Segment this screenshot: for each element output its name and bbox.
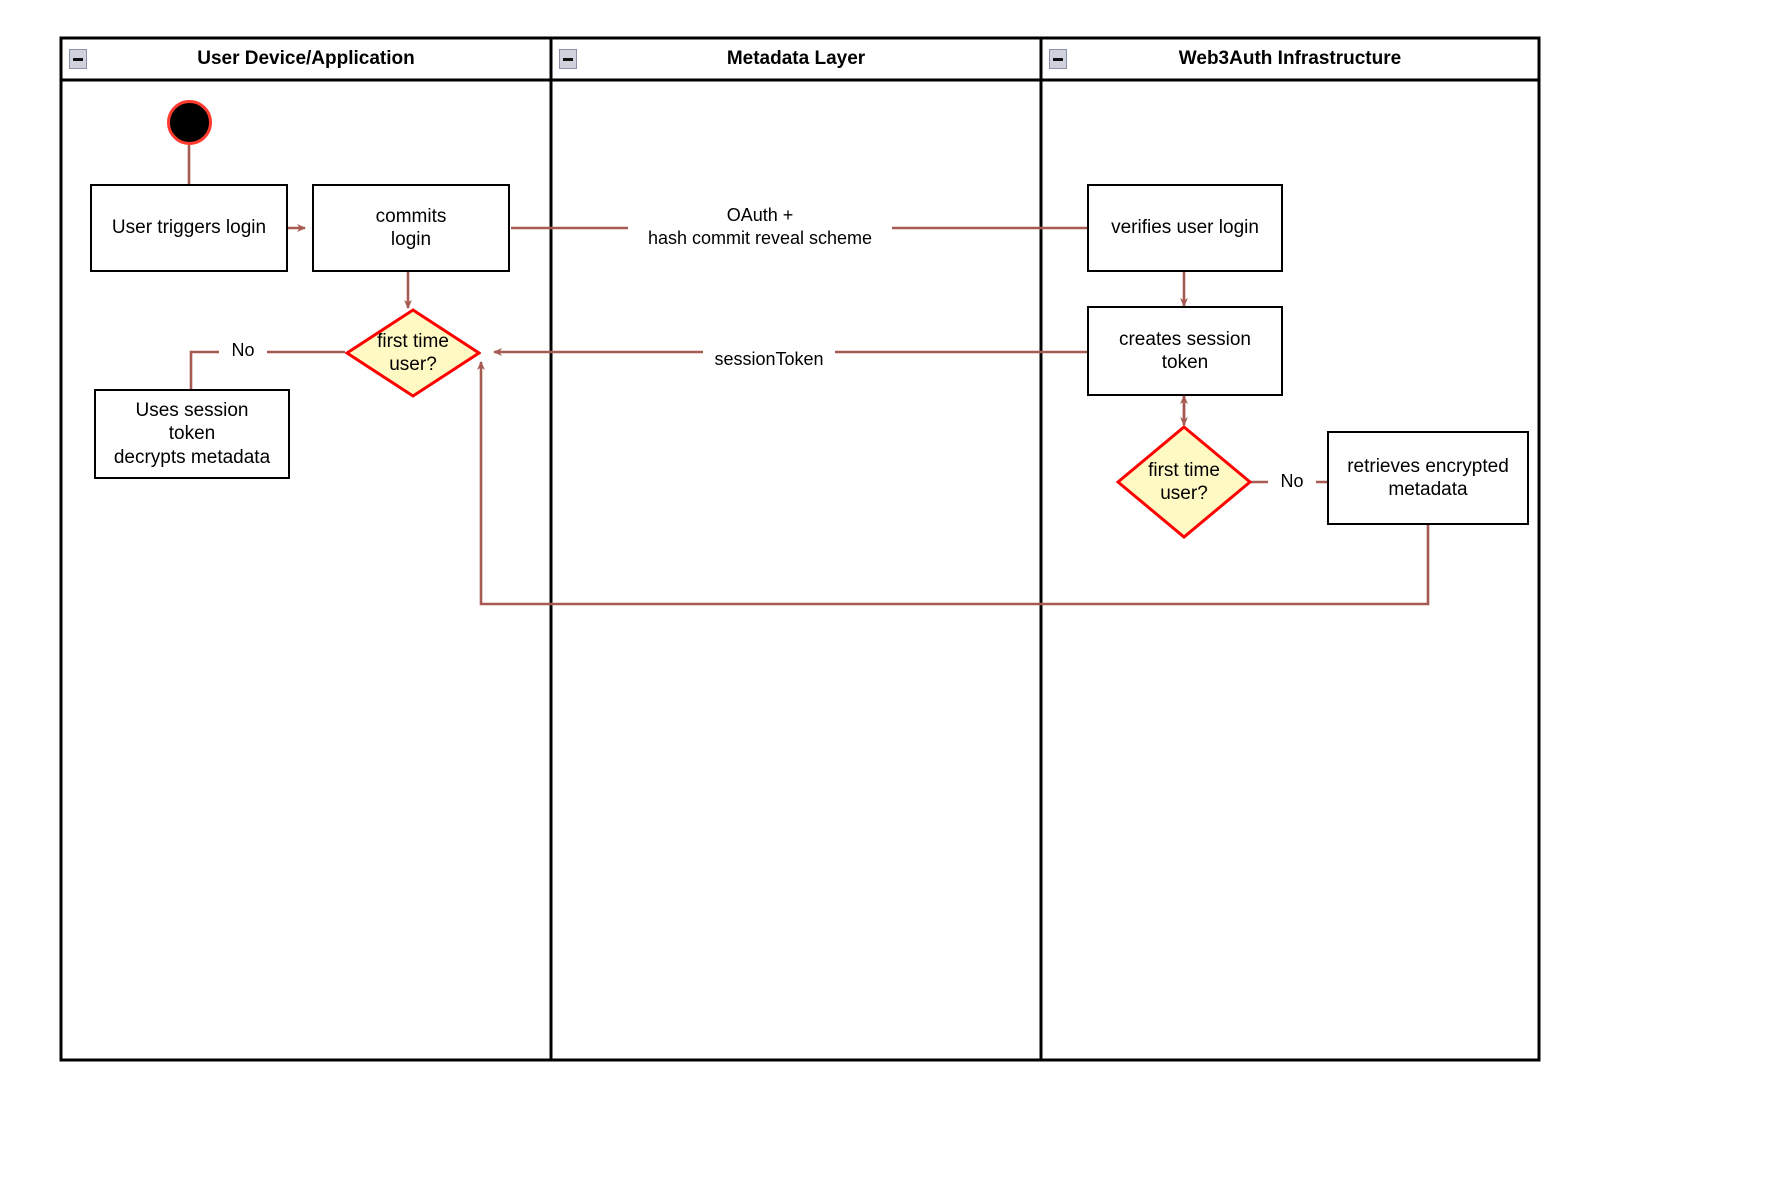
decision-label-server: first time user?	[1148, 459, 1220, 504]
decision-first-time-user-server[interactable]: first time user?	[1115, 425, 1253, 539]
collapse-minus-icon-lane-metadata[interactable]	[559, 49, 577, 69]
decision-label-client: first time user?	[377, 330, 449, 375]
collapse-minus-icon-lane-web3auth[interactable]	[1049, 49, 1067, 69]
activity-verifies-user-login[interactable]: verifies user login	[1087, 184, 1283, 272]
initial-node	[167, 100, 212, 145]
activity-commits-login[interactable]: commits login	[312, 184, 510, 272]
activity-user-triggers-login[interactable]: User triggers login	[90, 184, 288, 272]
decision-diamond-shape	[344, 308, 482, 398]
activity-retrieves-encrypted-metadata[interactable]: retrieves encrypted metadata	[1327, 431, 1529, 525]
collapse-minus-icon-lane-user-device[interactable]	[69, 49, 87, 69]
edge-decision-client-no	[189, 350, 345, 389]
decision-diamond-shape	[1115, 425, 1253, 539]
decision-first-time-user-client[interactable]: first time user?	[344, 308, 482, 398]
minus-glyph	[73, 57, 83, 61]
minus-glyph	[563, 57, 573, 61]
edge-retrieves-return	[477, 361, 1430, 606]
activity-creates-session-token[interactable]: creates session token	[1087, 306, 1283, 396]
activity-uses-session-token-decrypts-metadata[interactable]: Uses session token decrypts metadata	[94, 389, 290, 479]
minus-glyph	[1053, 57, 1063, 61]
